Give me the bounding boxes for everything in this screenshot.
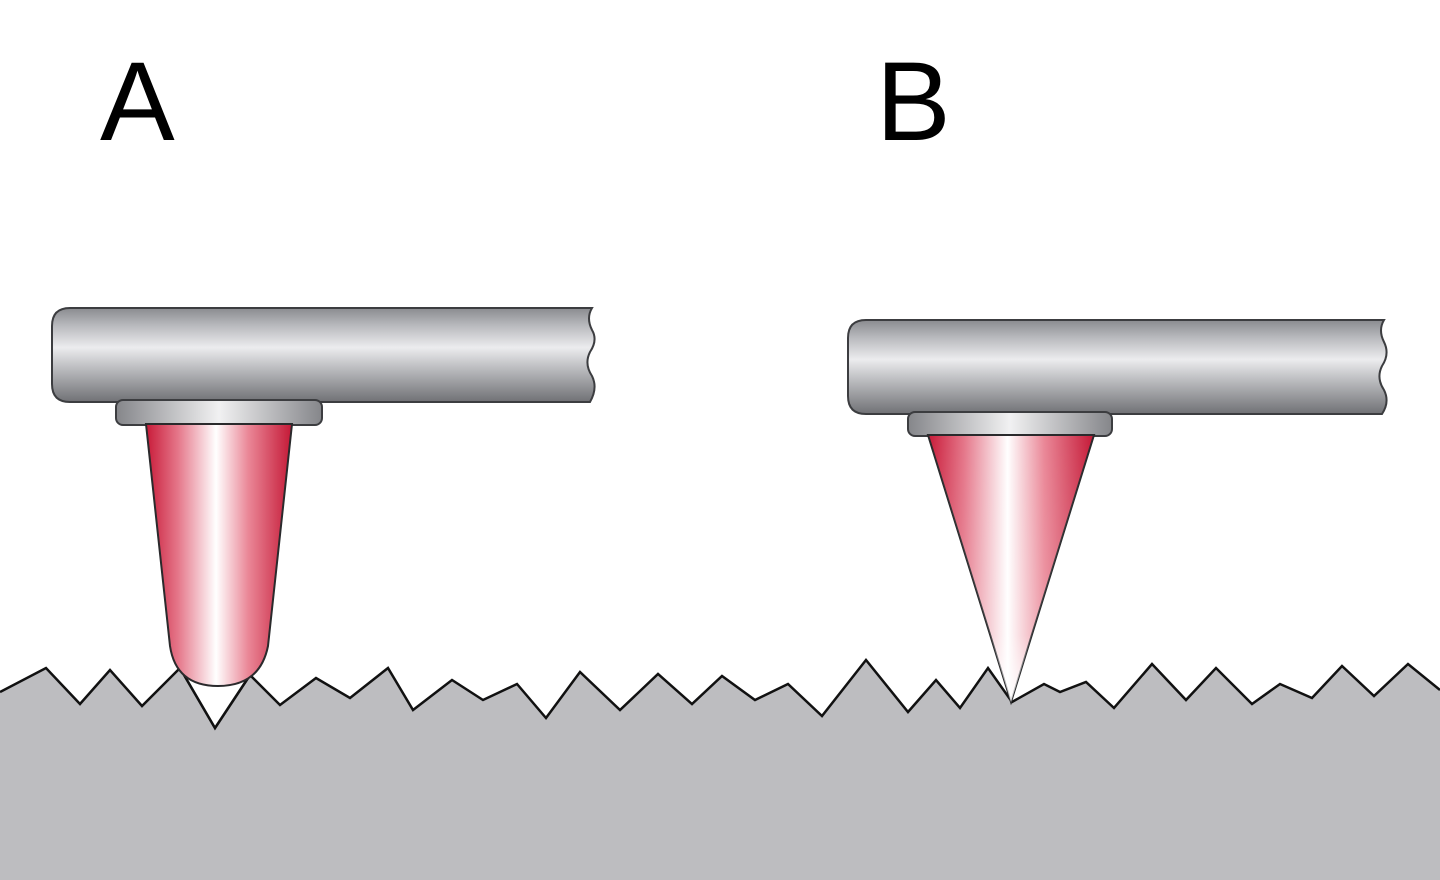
- cantilever-b: [847, 319, 1388, 415]
- probe-b: [847, 319, 1388, 706]
- tip-a: [144, 423, 294, 688]
- tip-holder-a: [115, 399, 323, 426]
- panel-label-a: A: [100, 39, 175, 164]
- tip-b-highlight: [928, 435, 1094, 702]
- panel-label-b: B: [876, 39, 951, 164]
- sample-surface: [0, 657, 1440, 880]
- probe-a: [51, 307, 596, 688]
- tip-holder-b: [907, 411, 1113, 437]
- cantilever-a: [51, 307, 596, 403]
